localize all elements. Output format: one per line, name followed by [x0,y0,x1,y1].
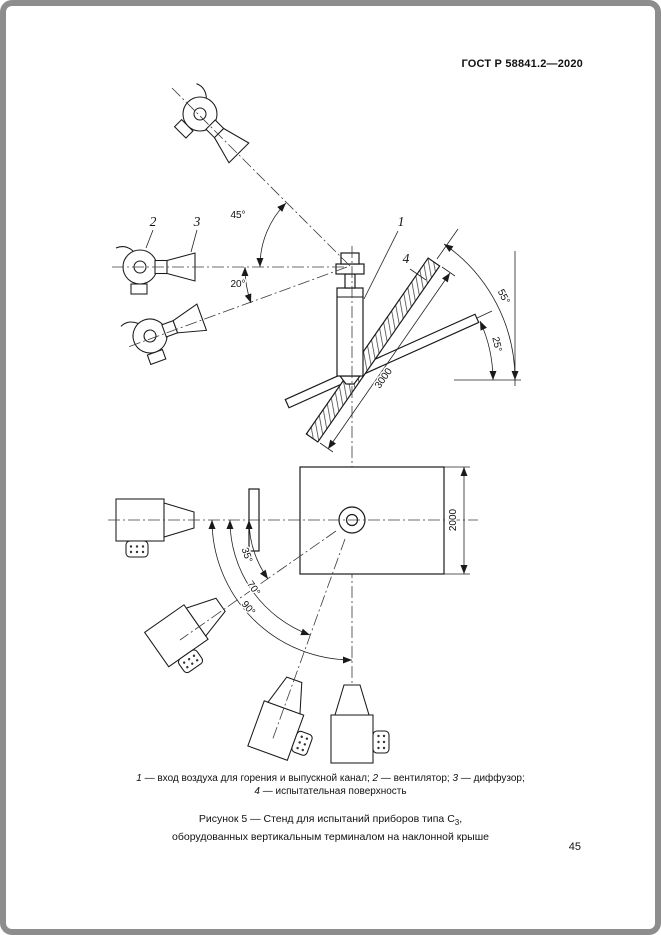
legend-text-1: — вход воздуха для горения и выпускной к… [141,773,373,784]
bar-extension-line [476,310,493,319]
test-surface-roof [305,257,441,443]
caption-subscript: 3 [454,818,460,828]
page-number: 45 [568,841,581,853]
item-label-2: 2 [150,214,157,229]
item-label-4: 4 [403,251,410,266]
angle-label-20: 20° [230,279,245,290]
leader-item-3 [190,229,198,253]
leader-item-1 [363,230,399,300]
figure-caption-line-1: Рисунок 5 — Стенд для испытаний приборов… [0,812,661,830]
fan-plan-35deg [144,587,243,681]
roof-extension-line [436,228,459,260]
leader-item-2 [145,229,154,249]
item-label-3: 3 [193,214,201,229]
fan-assembly-horizontal [115,246,196,295]
centerline-20deg [127,266,348,348]
figure-caption-line-2: оборудованных вертикальным терминалом на… [172,831,489,844]
angle-label-55: 55° [495,288,512,307]
angle-arc-55 [443,243,519,381]
angle-arc-20 [241,266,252,304]
standard-number: ГОСТ Р 58841.2—2020 [461,58,583,70]
dim-ext-tick-2 [441,266,456,277]
angle-label-25: 25° [489,336,503,353]
angle-arc-25 [479,320,497,381]
dimension-3000-text: 3000 [373,366,395,391]
angle-arc-45 [256,202,287,268]
legend-text-4: — испытательная поверхность [259,786,407,797]
item-label-1: 1 [398,214,405,229]
centerline-45deg [171,87,351,267]
angle-arc-90 [208,519,353,664]
legend-num-4: 4 [254,786,260,797]
dimension-3000-line [327,272,451,450]
legend-line-2: 4 — испытательная поверхность [0,785,661,798]
figure-legend: 1 — вход воздуха для горения и выпускной… [0,772,661,798]
fan-assembly-45deg [163,82,254,173]
legend-num-3: 3 [452,773,459,784]
caption-prefix: Рисунок 5 — Стенд для испытаний приборов… [198,813,455,825]
leader-item-4 [409,268,427,281]
legend-line-1: 1 — вход воздуха для горения и выпускной… [0,772,661,785]
legend-text-2: — вентилятор; [378,773,453,784]
caption-suffix: , [459,813,463,825]
legend-text-3: — диффузор; [458,773,525,784]
fan-plan-70deg [247,672,330,767]
dim-ext-tick-1 [319,442,334,453]
fan-plan-0deg [115,498,195,558]
angle-label-90: 90° [239,599,257,618]
dimension-2000-text: 2000 [448,508,459,531]
plan-view: 35° 70° 90° 2000 [108,466,478,767]
elevation-view: 1 2 3 4 45° 20° 55° 25° 3000 [112,82,521,762]
fan-plan-90deg [330,684,390,764]
appliance-terminal [335,252,365,385]
angle-label-45: 45° [230,210,245,221]
fan-assembly-20deg [119,297,212,371]
legend-num-2: 2 [372,773,379,784]
legend-num-1: 1 [136,773,142,784]
figure-caption: Рисунок 5 — Стенд для испытаний приборов… [0,812,661,844]
test-surface-plan [299,466,445,575]
